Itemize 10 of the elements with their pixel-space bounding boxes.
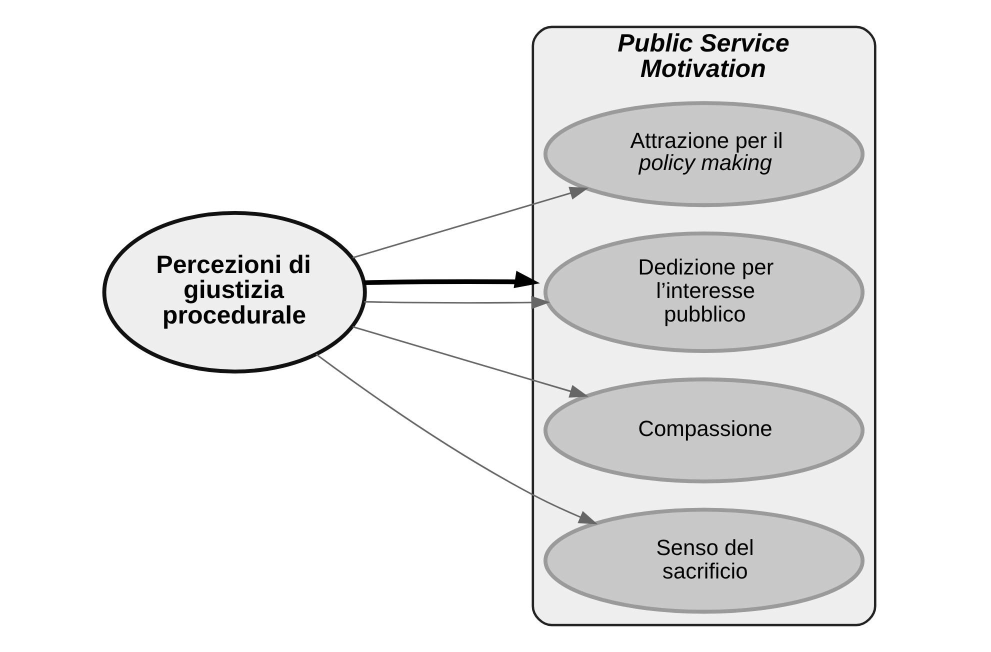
- node-ellipse: Compassione: [543, 377, 864, 484]
- arrow: [364, 270, 540, 288]
- arrow: [352, 186, 588, 258]
- node-ellipse: Percezioni di giustizia procedurale: [102, 211, 366, 374]
- node-ellipse: Attrazione per il policy making: [543, 101, 864, 208]
- arrow: [352, 326, 588, 398]
- arrow: [364, 296, 550, 310]
- arrow: [315, 354, 598, 524]
- node-ellipse: Dedizione per l’interesse pubblico: [543, 231, 864, 353]
- node-ellipse: Senso del sacrificio: [543, 508, 864, 614]
